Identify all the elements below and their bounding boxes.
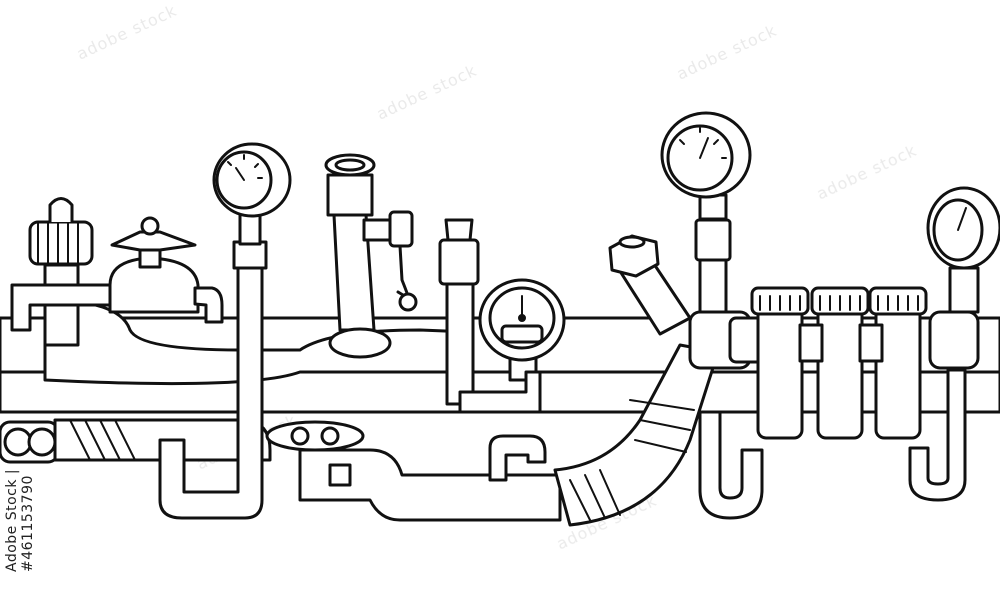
watermark-logo: adobe stock [374,61,480,124]
water-tap-icon [193,286,224,324]
manifold [750,286,928,440]
valve-handwheel-icon [110,230,197,252]
watermark-logo: adobe stock [674,21,780,84]
center-riser-pipe [324,153,418,359]
left-flange [0,420,60,464]
j-pipe-right-1 [698,410,764,520]
water-tap [108,216,224,324]
stock-photo-credit: Adobe Stock | #461153790 [4,468,36,572]
valve-handwheel-icon [265,420,365,452]
pressure-gauge-2 [478,278,566,382]
watermark-logo: adobe stock [814,141,920,204]
hook-pipe-center [488,434,547,482]
watermark-logo: adobe stock [74,1,180,64]
gauge-feed-pipe [458,370,542,414]
bandage-wrap-icon [569,399,695,521]
pressure-gauge-1 [212,142,292,270]
diagonal-bandaged-pipe [553,343,720,527]
cup-top-pipe [438,218,480,406]
pressure-gauge-4 [926,186,1000,370]
j-pipe-right-2 [908,368,967,502]
wavy-main-pipe [43,298,472,386]
pipe-cap-icon [28,220,94,266]
right-flange-coupling [688,310,766,370]
pressure-gauge-3 [660,111,752,324]
lower-s-pipe [265,420,562,522]
bandage-wrap-icon [69,419,136,461]
